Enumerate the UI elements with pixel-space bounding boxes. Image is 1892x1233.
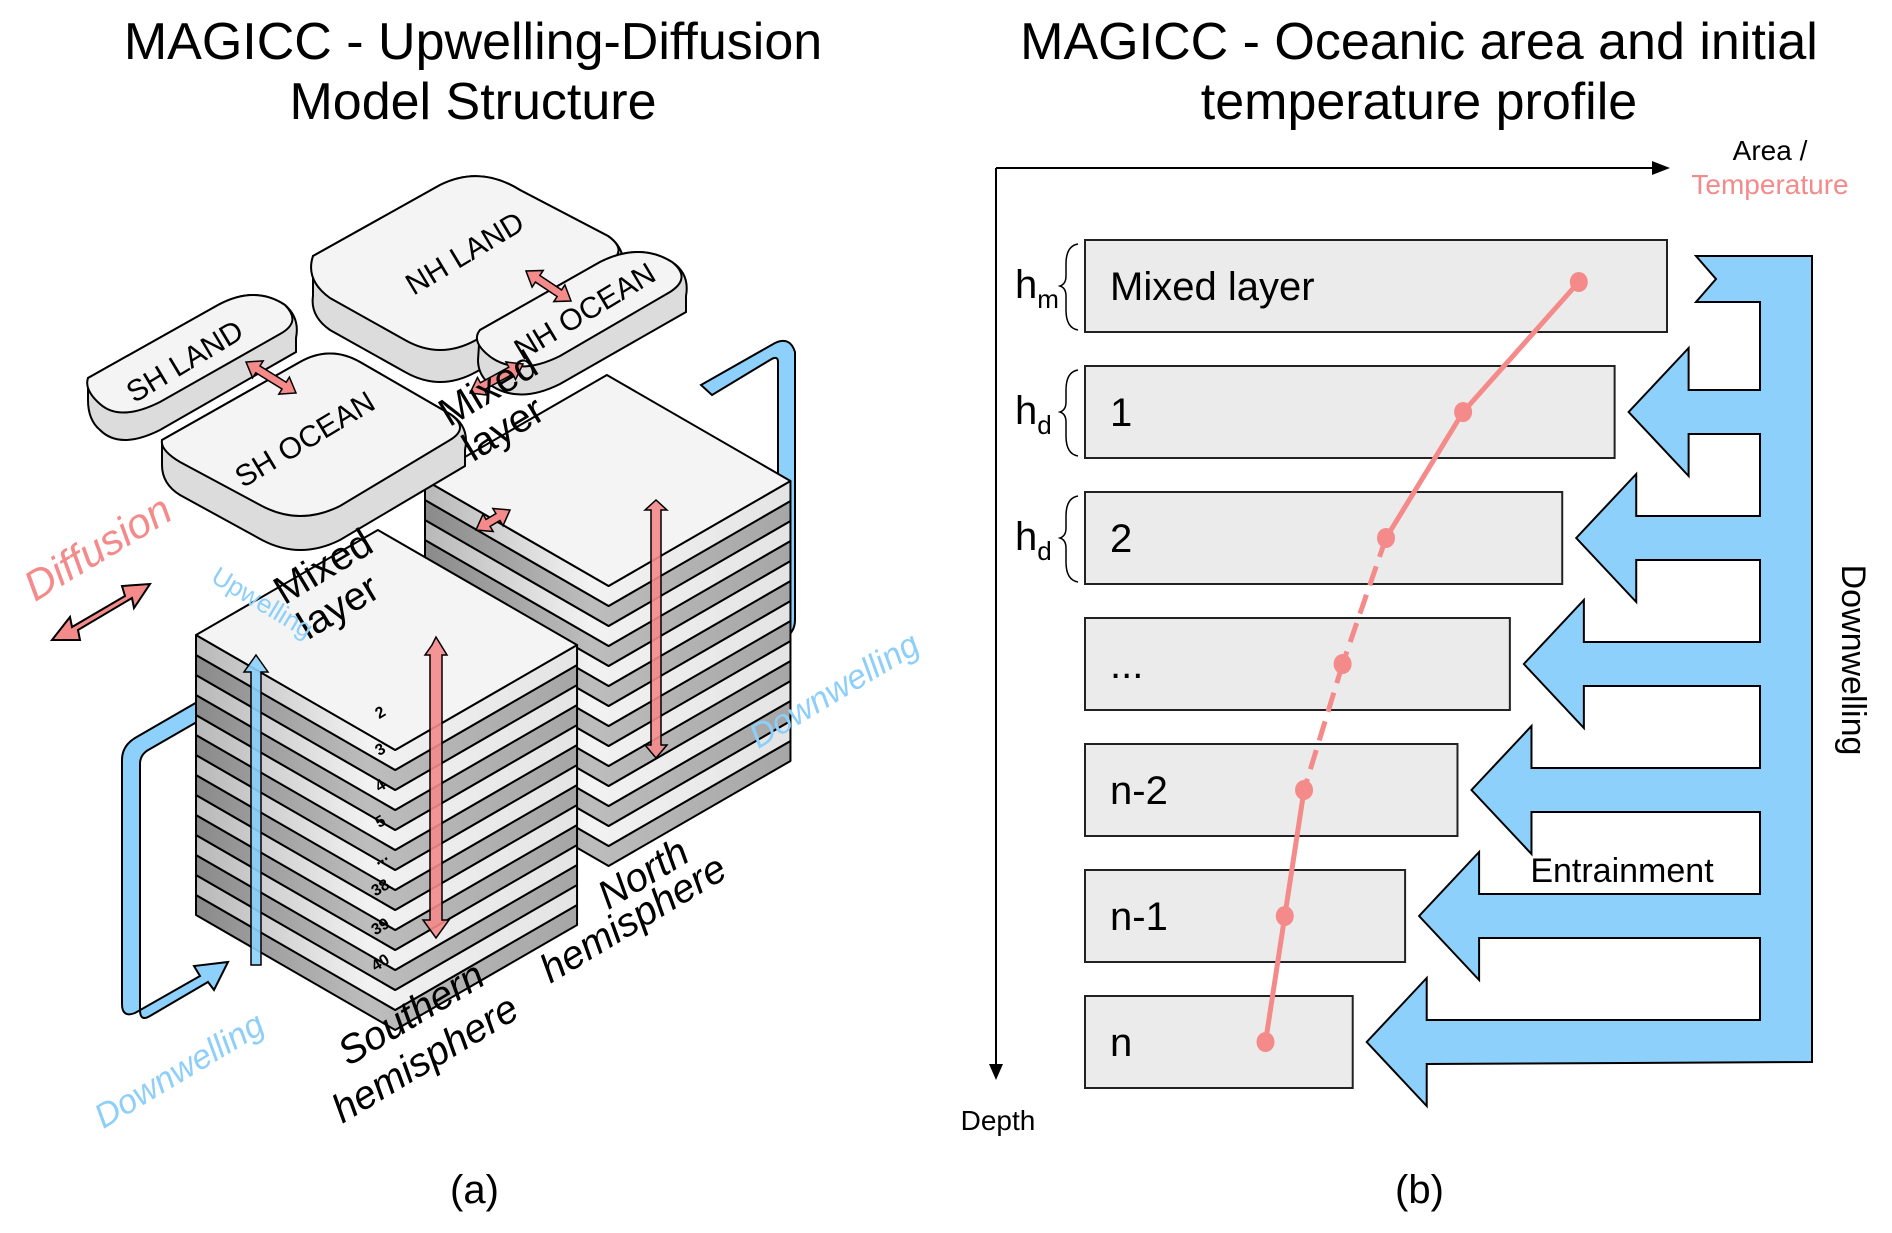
south-hemisphere-stack bbox=[195, 529, 579, 1031]
layer-number: 39 bbox=[369, 915, 393, 939]
panel-b-label: (b) bbox=[1395, 1168, 1444, 1212]
downwelling-arrow-south bbox=[121, 688, 230, 1019]
layer-box bbox=[1084, 995, 1354, 1089]
temperature-point bbox=[1569, 272, 1588, 292]
layer-label: n bbox=[1110, 1021, 1132, 1065]
layer-mixed: Mixed layer hm bbox=[1015, 239, 1668, 333]
panel-a-title-line2: Model Structure bbox=[289, 73, 657, 131]
area-axis-arrowhead-icon bbox=[1652, 161, 1670, 175]
diffusion-arrow bbox=[474, 507, 512, 533]
mixed-layer-top-face bbox=[195, 529, 579, 751]
layer-label: Mixed layer bbox=[1110, 265, 1315, 309]
panel-a-title: MAGICC - Upwelling-Diffusion Model Struc… bbox=[0, 12, 946, 132]
temperature-segment bbox=[1301, 663, 1346, 791]
panel-b-title-line1: MAGICC - Oceanic area and initial bbox=[1020, 13, 1818, 71]
brace-icon bbox=[1057, 495, 1079, 583]
temperature-segment bbox=[1461, 280, 1581, 414]
downwelling-vertical-label: Downwelling bbox=[1834, 565, 1872, 756]
diffusion-arrows bbox=[244, 269, 573, 533]
temperature-point bbox=[1377, 528, 1395, 548]
mixed-layer-top-face bbox=[424, 374, 792, 587]
diffusion-legend-arrow bbox=[49, 582, 152, 641]
thickness-symbol: hd bbox=[1015, 515, 1052, 566]
temperature-point bbox=[1275, 906, 1294, 926]
panel-a-label: (a) bbox=[450, 1168, 499, 1212]
downwelling-trunk bbox=[1365, 255, 1813, 1109]
diffusion-arrow bbox=[524, 269, 573, 303]
brace-icon bbox=[1057, 243, 1079, 331]
temperature-segment bbox=[1340, 537, 1389, 665]
temperature-profile bbox=[1256, 272, 1588, 1052]
temperature-segment bbox=[1263, 915, 1288, 1043]
layer-box bbox=[1084, 491, 1564, 585]
x-axis-label-temperature: Temperature bbox=[1691, 169, 1848, 200]
entrainment-label: Entrainment bbox=[1530, 852, 1714, 890]
diffusion-arrow bbox=[244, 360, 298, 395]
thickness-subscript: d bbox=[1037, 536, 1051, 566]
brace-icon bbox=[1057, 369, 1079, 457]
thickness-subscript: m bbox=[1037, 284, 1059, 314]
layer-n-1: n-1 bbox=[1084, 869, 1407, 963]
layer-2: 2 hd bbox=[1015, 491, 1564, 585]
layer-...: ... bbox=[1084, 617, 1511, 711]
layer-number: 38 bbox=[369, 876, 393, 900]
layer-label: ... bbox=[1110, 643, 1143, 687]
temperature-point bbox=[1333, 654, 1352, 674]
layer-box bbox=[1084, 869, 1407, 963]
panel-a-title-line1: MAGICC - Upwelling-Diffusion bbox=[123, 13, 823, 71]
thickness-subscript: d bbox=[1037, 410, 1051, 440]
downwelling-entrainment-arrows bbox=[1365, 255, 1813, 1109]
layer-n-2: n-2 bbox=[1084, 743, 1459, 837]
layer-1: 1 hd bbox=[1015, 365, 1616, 459]
y-axis-label-depth: Depth bbox=[961, 1105, 1036, 1136]
thickness-symbol: hm bbox=[1015, 263, 1059, 314]
panel-b-title: MAGICC - Oceanic area and initial temper… bbox=[946, 12, 1892, 132]
temperature-point bbox=[1256, 1032, 1275, 1052]
temperature-point bbox=[1454, 402, 1473, 422]
thickness-symbol: hd bbox=[1015, 389, 1052, 440]
upwelling-arrow bbox=[242, 653, 270, 966]
diffusion-arrow bbox=[468, 361, 525, 396]
ocean-layers: Mixed layer hm 1 hd 2 hd... n-2 n-1 n bbox=[1015, 239, 1668, 1089]
north-hemisphere-stack bbox=[424, 374, 792, 867]
x-axis-label-area: Area / bbox=[1733, 135, 1808, 166]
panel-a-diagram: NH LAND NH OCEAN SH LAND SH OCEAN Mixed … bbox=[15, 175, 926, 1136]
panel-b-title-line2: temperature profile bbox=[1200, 73, 1638, 131]
vertical-diffusion-arrow-north bbox=[643, 498, 669, 760]
layer-box bbox=[1084, 365, 1616, 459]
layer-box bbox=[1084, 617, 1511, 711]
layer-n: n bbox=[1084, 995, 1354, 1089]
temperature-segment bbox=[1383, 410, 1466, 540]
layer-label: n-2 bbox=[1110, 769, 1168, 813]
depth-axis-arrowhead-icon bbox=[989, 1064, 1003, 1080]
layer-label: 1 bbox=[1110, 391, 1132, 435]
layer-box bbox=[1084, 743, 1459, 837]
vertical-diffusion-arrow-south bbox=[421, 635, 451, 940]
temperature-segment bbox=[1282, 789, 1307, 917]
sh-ocean-box: SH OCEAN bbox=[160, 352, 467, 551]
layer-box bbox=[1084, 239, 1668, 333]
layer-label: 2 bbox=[1110, 517, 1132, 561]
layer-label: n-1 bbox=[1110, 895, 1168, 939]
layer-number: 40 bbox=[369, 951, 393, 975]
axes: Area / Temperature Depth bbox=[961, 135, 1849, 1136]
temperature-point bbox=[1295, 780, 1314, 800]
